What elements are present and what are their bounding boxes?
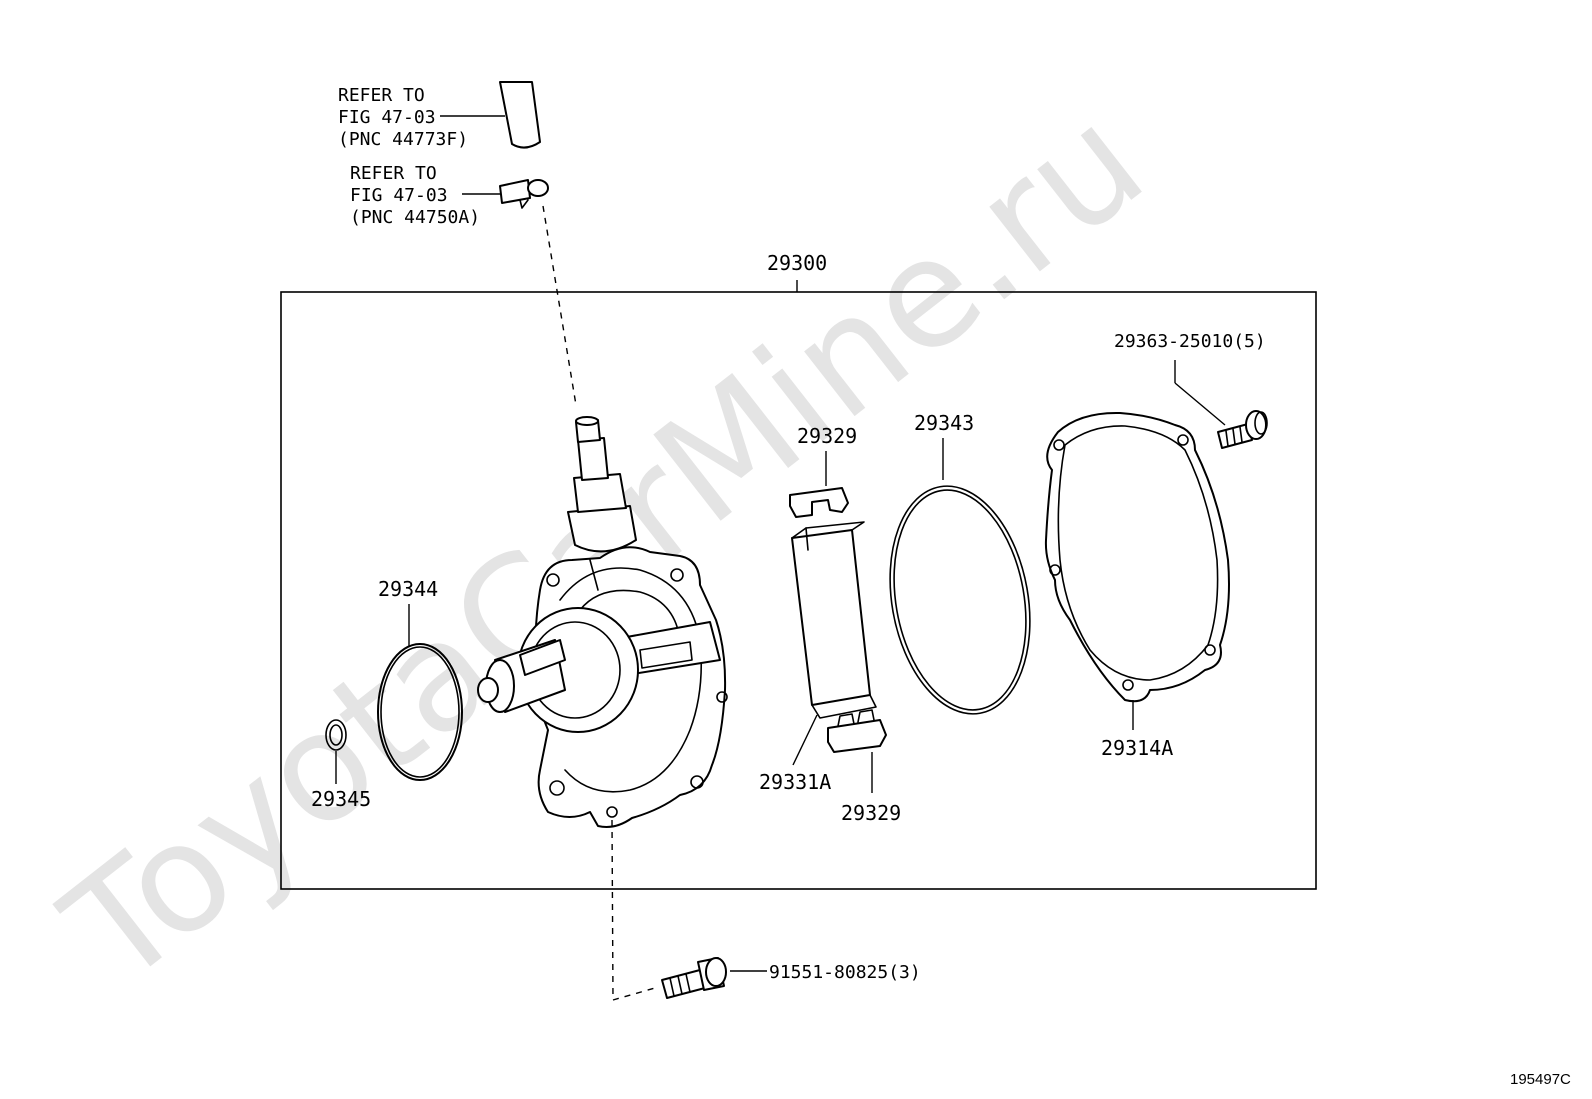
cover-plate-part [1044,411,1230,703]
washer-part [325,719,347,751]
part-label-o-ring-body: 29344 [378,577,438,601]
bolt-cover-part [1217,410,1268,449]
o-ring-large-part [889,485,1031,715]
clamp-part [499,179,549,209]
vane-top-part [789,487,849,518]
part-label-rotor-vane: 29331A [759,770,831,794]
part-label-o-ring-large: 29343 [914,411,974,435]
part-label-cover-plate: 29314A [1101,736,1173,760]
figure-code: 195497C [1510,1071,1571,1088]
assembly-boundary-box [280,291,1317,890]
part-label-bolt-mount: 91551-80825(3) [769,962,921,983]
part-label-vane-bottom: 29329 [841,801,901,825]
hose-part [499,81,541,149]
bolt-mount-part [661,957,727,999]
refer-hose-line1: REFER TO [338,85,425,106]
part-label-vane-top: 29329 [797,424,857,448]
refer-clamp-line1: REFER TO [350,163,437,184]
refer-clamp-line2: FIG 47-03 [350,185,448,206]
vane-bottom-part [827,709,887,753]
rotor-vane-part [791,521,877,719]
refer-label-hose: REFER TO FIG 47-03 (PNC 44773F) [338,85,505,150]
refer-clamp-line3: (PNC 44750A) [350,207,480,228]
refer-label-clamp: REFER TO FIG 47-03 (PNC 44750A) [350,163,500,228]
vacuum-pump-body [477,416,728,828]
refer-hose-line3: (PNC 44773F) [338,129,468,150]
part-label-bolt-cover: 29363-25010(5) [1114,331,1266,352]
o-ring-body-part [377,643,463,781]
assembly-label: 29300 [767,251,827,275]
part-label-washer: 29345 [311,787,371,811]
refer-hose-line2: FIG 47-03 [338,107,436,128]
